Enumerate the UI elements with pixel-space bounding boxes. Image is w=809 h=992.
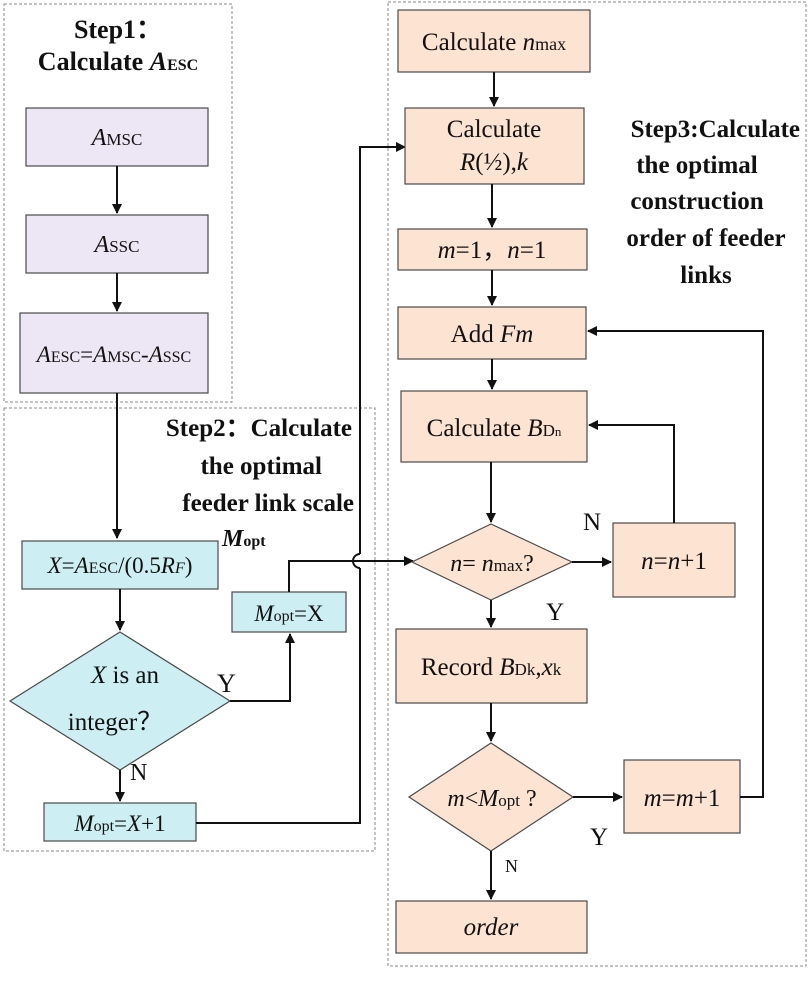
box-x-formula-label: X=AESC/(0.5RF) (47, 553, 193, 578)
box-record-bdk-xk-label: Record BDk,xk (421, 654, 562, 681)
box-record-bdk-xk (395, 628, 588, 704)
line-mopt-x1-up (196, 568, 361, 824)
box-a-esc-formula-label: AESC=AMSC-ASSC (35, 342, 191, 367)
box-calculate-rk-line1: Calculate (447, 116, 541, 143)
decision-x-integer (8, 631, 232, 771)
box-n-plus-1-label: n=n+1 (641, 548, 707, 575)
box-mopt-x-plus-1-label: Mopt=X+1 (73, 811, 165, 836)
box-x-formula (21, 540, 219, 590)
step1-title-line1: Step1： (74, 15, 162, 44)
decision-m-mopt-label: m<Mopt ? (447, 786, 536, 812)
arrow-m1-back-to-add (587, 326, 764, 798)
arrow-n1-back-to-bdn (588, 420, 675, 523)
step2-title-line3: feeder link scale (182, 490, 354, 517)
step3-title-line5: links (680, 262, 732, 289)
step2-title-line1: Step2：Calculate (166, 415, 352, 442)
step2-title-line2: the optimal (200, 453, 322, 480)
box-calculate-bdn-label: Calculate BDn (427, 415, 562, 442)
label-n-order: N (505, 856, 518, 876)
label-y-record: Y (546, 599, 564, 626)
box-add-fm (397, 306, 587, 360)
step3-title-line1: Step3:Calculate (631, 116, 800, 143)
step2-frame (3, 407, 376, 852)
label-y-m-loop: Y (590, 824, 608, 851)
box-add-fm-label: Add Fm (451, 321, 534, 348)
box-calculate-rk (404, 107, 585, 185)
arrow-mopt-x-to-decision-n (288, 556, 414, 592)
decision-x-integer-line2: integer？ (68, 709, 162, 736)
arrow-yes-to-mopt (230, 633, 295, 702)
box-calculate-nmax-label: Calculate nmax (422, 29, 566, 56)
box-a-esc-formula (19, 312, 209, 394)
label-n-integer: N (130, 760, 147, 786)
box-m-plus-1 (623, 759, 741, 834)
box-a-msc (25, 107, 209, 167)
box-a-ssc-label: ASSC (93, 232, 140, 258)
arrow-to-calculate-rk (359, 142, 406, 554)
step2-title-mopt: Mopt (221, 526, 266, 552)
step3-title-line3: construction (630, 188, 763, 215)
box-m-plus-1-label: m=m+1 (644, 785, 721, 812)
step3-frame (387, 1, 807, 967)
step3-title-line4: order of feeder (626, 225, 785, 252)
label-y-integer: Y (217, 669, 236, 698)
box-order-label: order (464, 914, 519, 941)
box-m1-n1-label: m=1，n=1 (438, 237, 547, 264)
box-a-ssc (25, 214, 209, 274)
step1-title-line2: Calculate AESC (38, 47, 198, 76)
box-order (395, 900, 588, 954)
box-mopt-x-label: Mopt=X (253, 601, 324, 626)
label-n-loop: N (583, 509, 601, 536)
box-calculate-bdn (400, 390, 588, 463)
box-calculate-rk-line2: R(½),k (459, 149, 529, 176)
step3-title-line2: the optimal (636, 152, 758, 179)
decision-n-nmax-label: n= nmax? (450, 551, 533, 577)
box-a-msc-label: AMSC (90, 125, 143, 151)
box-calculate-nmax (397, 9, 591, 73)
box-n-plus-1 (612, 522, 736, 598)
decision-x-integer-line1: X is an (90, 662, 160, 689)
